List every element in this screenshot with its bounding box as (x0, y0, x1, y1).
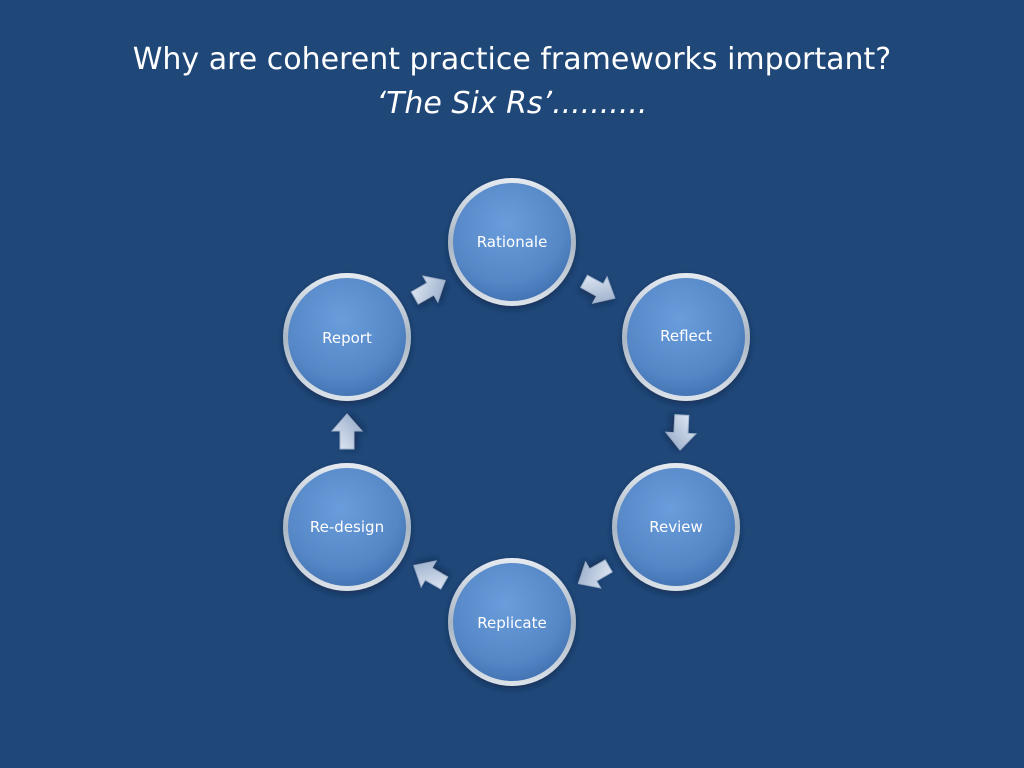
chevron-arrow-icon (330, 413, 364, 450)
node-rationale: Rationale (448, 178, 576, 306)
node-label-rationale: Rationale (477, 233, 548, 251)
slide-title: Why are coherent practice frameworks imp… (132, 42, 892, 77)
node-report: Report (283, 273, 411, 401)
node-reflect: Reflect (622, 273, 750, 401)
node-label-replicate: Replicate (477, 614, 546, 632)
slide-subtitle: ‘The Six Rs’.......... (376, 86, 648, 121)
node-re-design: Re-design (283, 463, 411, 591)
node-replicate: Replicate (448, 558, 576, 686)
chevron-arrow-icon (413, 560, 449, 590)
chevron-arrow-icon (577, 559, 613, 589)
cycle-arrows (330, 274, 698, 590)
slide-title-block: Why are coherent practice frameworks imp… (0, 38, 1024, 126)
chevron-arrow-icon (664, 414, 698, 451)
node-label-re-design: Re-design (310, 518, 384, 536)
node-review: Review (612, 463, 740, 591)
node-label-reflect: Reflect (660, 327, 712, 345)
node-label-report: Report (322, 329, 372, 347)
node-label-review: Review (649, 518, 703, 536)
chevron-arrow-icon (580, 274, 616, 304)
chevron-arrow-icon (410, 275, 446, 305)
